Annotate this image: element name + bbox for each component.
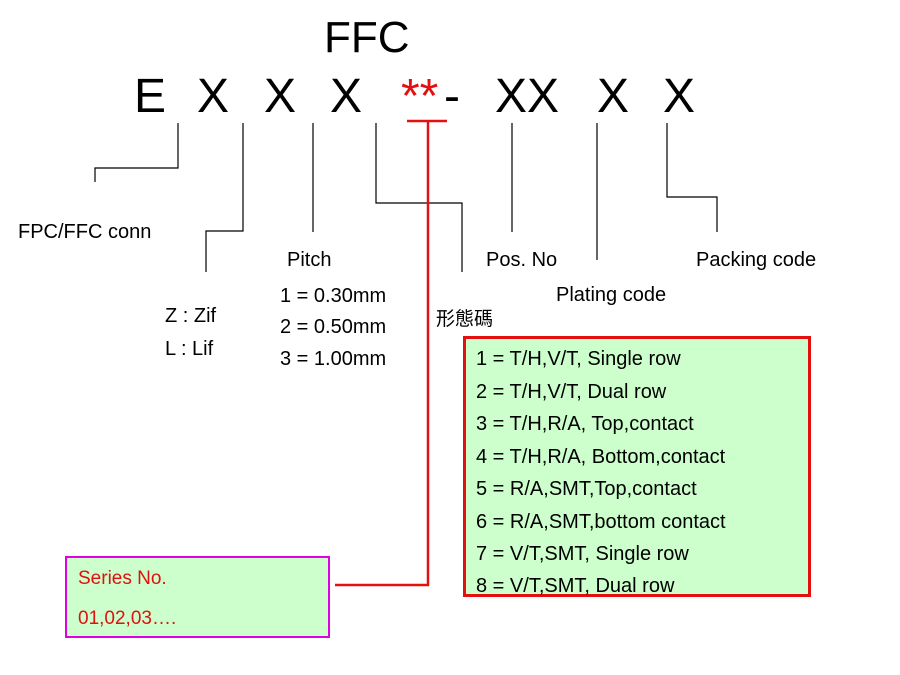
type-code-2: 2 = T/H,V/T, Dual row <box>476 381 667 403</box>
type-code-4: 4 = T/H,R/A, Bottom,contact <box>476 446 726 468</box>
code-char-pitch: X <box>264 70 297 123</box>
code-char-packing: X <box>663 70 696 123</box>
code-dash: - <box>444 70 460 123</box>
type-code-1: 1 = T/H,V/T, Single row <box>476 348 681 370</box>
page-title: FFC <box>324 13 410 62</box>
type-code-8: 8 = V/T,SMT, Dual row <box>476 575 675 597</box>
code-char-e: E <box>134 70 167 123</box>
type-code-box: 1 = T/H,V/T, Single row 2 = T/H,V/T, Dua… <box>463 336 811 597</box>
code-series-stars: ** <box>401 70 439 123</box>
series-leader <box>335 121 430 587</box>
type-code-7: 7 = V/T,SMT, Single row <box>476 543 689 565</box>
leader-type <box>375 123 463 272</box>
type-code-3: 3 = T/H,R/A, Top,contact <box>476 413 694 435</box>
label-packing: Packing code <box>696 249 817 271</box>
label-type-title: 形態碼 <box>436 309 494 330</box>
label-plating: Plating code <box>556 284 667 306</box>
label-pos-no: Pos. No <box>486 249 558 271</box>
leader-lock <box>205 123 244 272</box>
code-char-type: X <box>330 70 363 123</box>
leader-packing <box>666 123 718 232</box>
label-pitch-1: 1 = 0.30mm <box>280 285 387 307</box>
label-conn: FPC/FFC conn <box>18 221 152 243</box>
type-code-6: 6 = R/A,SMT,bottom contact <box>476 511 726 533</box>
label-lock-l: L : Lif <box>165 338 214 360</box>
code-char-plating: X <box>597 70 630 123</box>
code-char-lock: X <box>197 70 230 123</box>
code-char-pos: XX <box>495 70 560 123</box>
label-pitch-title: Pitch <box>287 249 332 271</box>
label-pitch-3: 3 = 1.00mm <box>280 348 387 370</box>
series-box: Series No. 01,02,03…. <box>65 556 330 638</box>
label-lock-z: Z : Zif <box>165 305 217 327</box>
series-values: 01,02,03…. <box>78 608 177 629</box>
type-code-5: 5 = R/A,SMT,Top,contact <box>476 478 697 500</box>
leader-conn <box>94 123 179 182</box>
series-title: Series No. <box>78 568 167 589</box>
label-pitch-2: 2 = 0.50mm <box>280 316 387 338</box>
